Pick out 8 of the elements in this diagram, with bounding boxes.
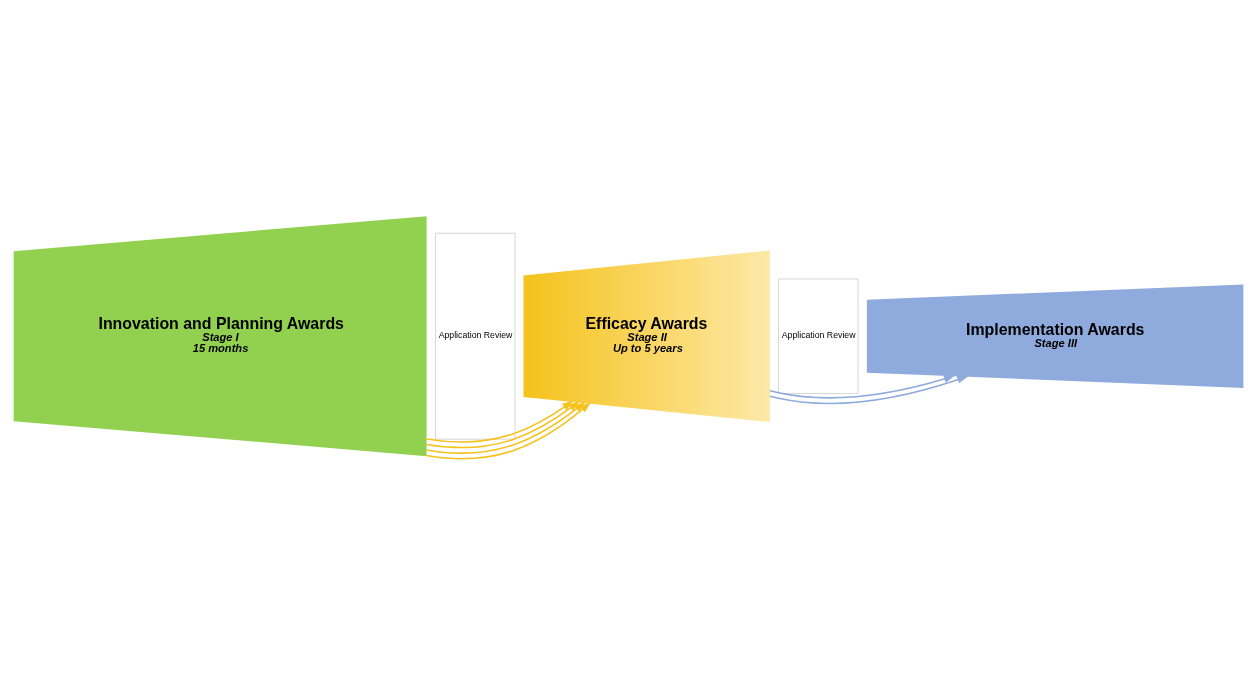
- node-box: Innovation and Planning Awards Stage I 15 months: [13, 216, 427, 457]
- arrow: [769, 375, 956, 399]
- arrow: [425, 400, 574, 443]
- arrow: [769, 375, 969, 405]
- node-box: Implementation Awards Stage III: [866, 284, 1244, 388]
- node-box: Efficacy Awards Stage II Up to 5 years: [523, 250, 770, 423]
- node-box: Application Review: [435, 232, 516, 440]
- node-box: Application Review: [778, 278, 859, 394]
